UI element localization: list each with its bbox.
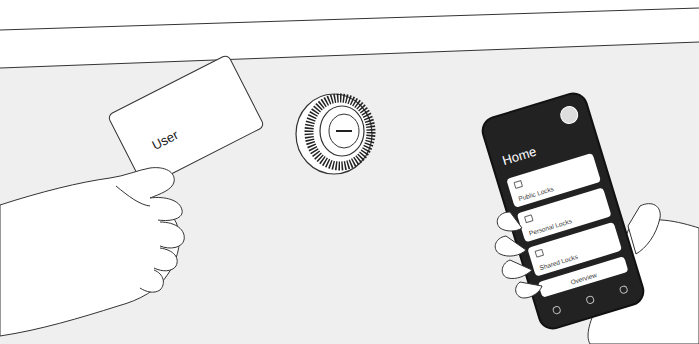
avatar bbox=[558, 104, 580, 126]
item-icon bbox=[534, 249, 544, 258]
edge-line bbox=[0, 42, 699, 68]
label-text: Personal Locks bbox=[528, 217, 573, 237]
label-text: Shared Locks bbox=[539, 253, 579, 271]
nav-icon bbox=[585, 295, 595, 305]
nav-icon bbox=[619, 285, 629, 295]
access-card: User bbox=[107, 54, 265, 189]
wall-band bbox=[0, 0, 699, 68]
screen-title: Home bbox=[501, 144, 539, 168]
item-icon bbox=[524, 214, 534, 223]
lock-cylinder bbox=[296, 94, 372, 174]
label-text: Public Locks bbox=[518, 185, 555, 202]
item-icon bbox=[513, 180, 523, 189]
edge-line bbox=[0, 8, 699, 30]
left-hand bbox=[0, 168, 184, 336]
smartphone: HomePublic LocksPersonal LocksShared Loc… bbox=[478, 89, 648, 333]
label-text: User bbox=[149, 127, 180, 153]
nav-icon bbox=[552, 305, 562, 315]
